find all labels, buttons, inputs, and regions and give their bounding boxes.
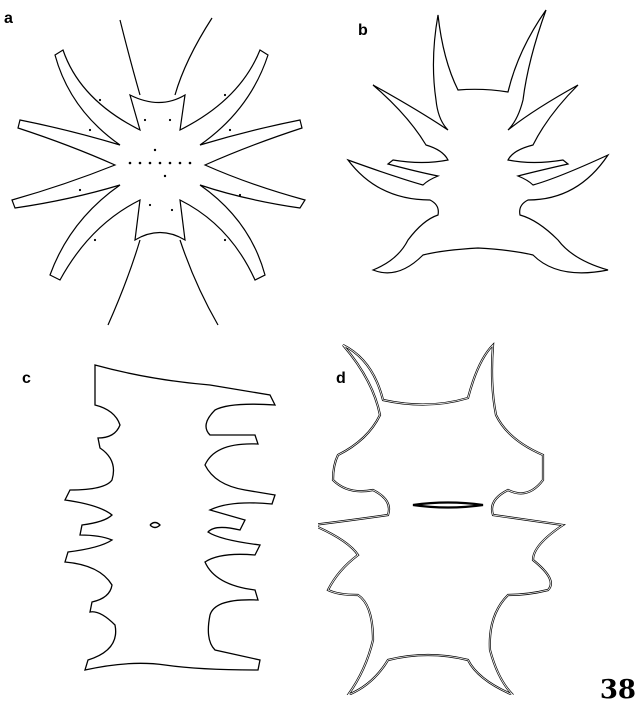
panel-d: d 38 [318,340,636,695]
spicule-a [0,0,318,340]
panel-a: a [0,0,318,340]
panel-c: c [0,340,318,695]
spicule-b [318,0,636,340]
spicule-c [0,340,318,695]
page-number: 38 [600,675,636,705]
spicule-d [318,340,636,695]
panel-b: b [318,0,636,340]
